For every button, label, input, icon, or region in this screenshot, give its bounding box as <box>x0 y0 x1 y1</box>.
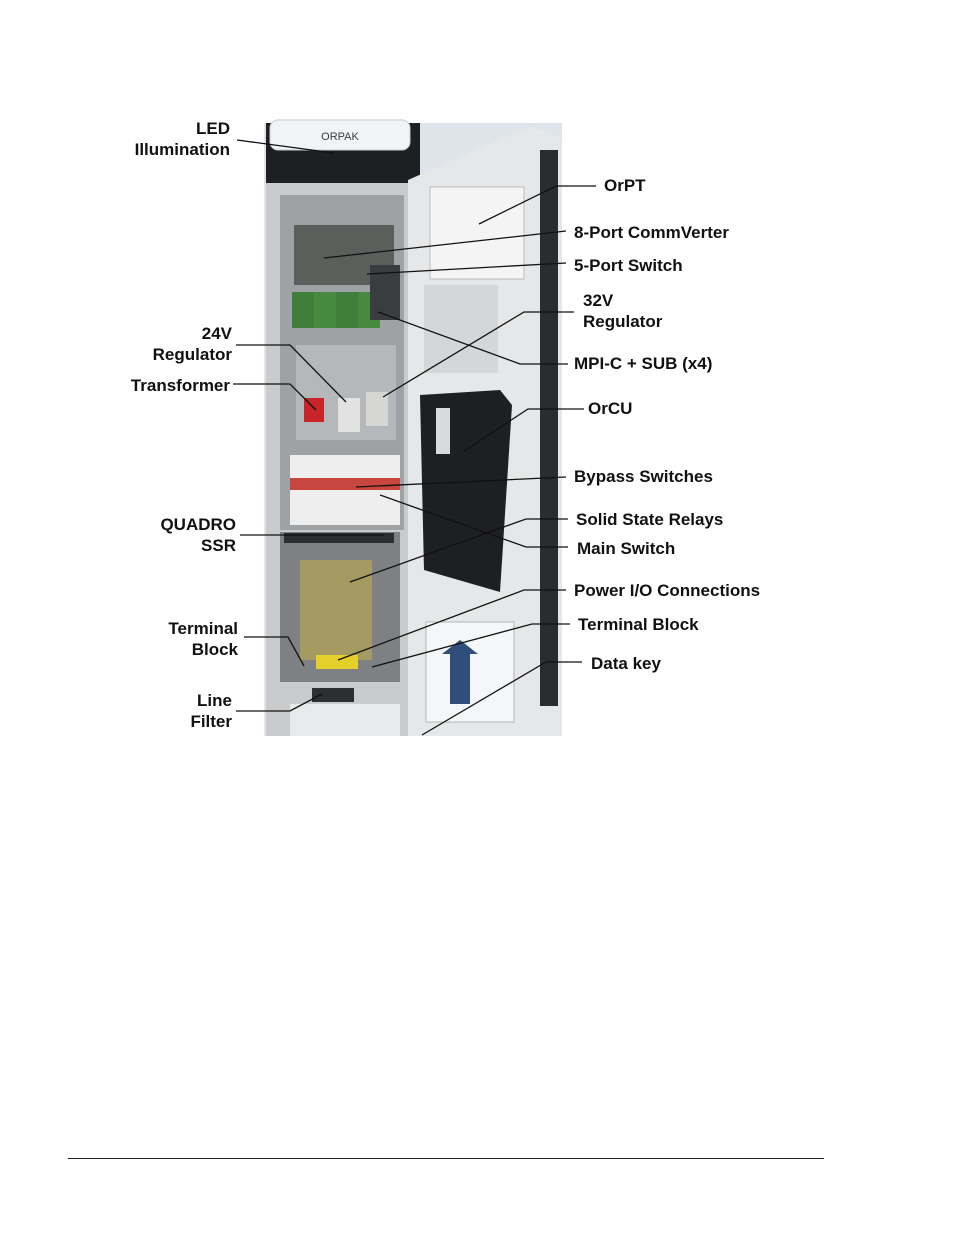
brand-logo: ORPAK <box>321 131 359 143</box>
cabinet-bottom-panel <box>290 704 400 736</box>
orpt-display <box>429 186 525 280</box>
mpi-module-2 <box>314 292 336 328</box>
leader-mpi-c-sub <box>377 311 568 365</box>
footer-rule <box>68 1158 824 1159</box>
mpi-module-1 <box>292 292 314 328</box>
quadro-ssr-bar <box>284 533 394 543</box>
label-line: Line <box>197 691 232 710</box>
leader-bypass-switches <box>355 476 567 488</box>
orcu-label <box>436 408 450 454</box>
label-24v-regulator: 24V Regulator <box>126 323 232 365</box>
label-line: Regulator <box>583 312 663 331</box>
leader-led-illumination <box>236 139 335 154</box>
label-line: Transformer <box>130 376 230 395</box>
label-line: Main Switch <box>577 539 676 558</box>
label-quadro-ssr: QUADRO SSR <box>130 514 236 556</box>
label-5-port-switch: 5-Port Switch <box>574 255 683 276</box>
leader-terminal-block-left <box>244 636 305 667</box>
mpi-module-3 <box>336 292 358 328</box>
terminal-block-yellow <box>316 655 358 669</box>
label-line: MPI-C + SUB (x4) <box>574 354 713 373</box>
leader-orcu <box>463 408 584 452</box>
label-line: QUADRO <box>160 515 236 534</box>
label-transformer: Transformer <box>100 375 230 396</box>
label-line: OrCU <box>588 399 633 418</box>
label-line: SSR <box>201 536 236 555</box>
leader-32v-regulator <box>382 311 574 398</box>
door-gasket <box>540 150 558 706</box>
label-main-switch: Main Switch <box>577 538 675 559</box>
label-line: 24V <box>201 324 232 343</box>
label-line: Terminal <box>168 619 238 638</box>
leader-main-switch <box>379 494 568 548</box>
label-line-filter: Line Filter <box>126 690 232 732</box>
regulator-24v <box>338 398 360 432</box>
orcu-controller <box>420 390 512 592</box>
label-line: Solid State Relays <box>576 510 724 529</box>
leader-power-io <box>337 589 566 661</box>
bypass-switches-band <box>290 478 400 490</box>
label-orpt: OrPT <box>604 175 646 196</box>
label-32v-regulator: 32V Regulator <box>583 290 662 332</box>
label-line: Terminal Block <box>578 615 699 634</box>
label-line: Data key <box>591 654 661 673</box>
label-bypass-switches: Bypass Switches <box>574 466 713 487</box>
label-data-key: Data key <box>591 653 661 674</box>
leader-data-key <box>421 661 582 736</box>
label-line: Filter <box>190 712 232 731</box>
label-orcu: OrCU <box>588 398 632 419</box>
leader-5-port-switch <box>366 262 567 275</box>
leader-solid-state-relays <box>349 518 568 583</box>
label-line: 32V <box>583 291 614 310</box>
label-terminal-block-left: Terminal Block <box>132 618 238 660</box>
led-illumination-panel <box>269 119 411 151</box>
label-power-io-connections: Power I/O Connections <box>574 580 760 601</box>
leader-8-port-commverter <box>323 230 567 259</box>
label-mpi-c-sub: MPI-C + SUB (x4) <box>574 353 712 374</box>
label-led-illumination: LED Illumination <box>124 118 230 160</box>
label-terminal-block-right: Terminal Block <box>578 614 699 635</box>
transformer-switch <box>304 398 324 422</box>
leader-orpt <box>478 185 596 225</box>
leader-terminal-block-right <box>371 623 570 668</box>
leader-transformer <box>233 383 317 411</box>
line-filter <box>312 688 354 702</box>
regulator-32v <box>366 392 388 426</box>
label-8-port-commverter: 8-Port CommVerter <box>574 222 729 243</box>
label-line: OrPT <box>604 176 646 195</box>
cabinet-photo: ORPAK <box>264 119 562 736</box>
leader-line-filter <box>236 693 323 712</box>
label-line: Bypass Switches <box>574 467 713 486</box>
label-solid-state-relays: Solid State Relays <box>576 509 723 530</box>
label-line: 8-Port CommVerter <box>574 223 729 242</box>
leader-24v-regulator <box>236 344 347 403</box>
label-line: Illumination <box>134 140 230 159</box>
wiring-bundle <box>300 560 372 660</box>
label-line: 5-Port Switch <box>574 256 683 275</box>
orpt-mount <box>424 285 498 373</box>
label-line: LED <box>196 119 230 138</box>
label-line: Power I/O Connections <box>574 581 761 600</box>
leader-lines <box>233 139 596 736</box>
label-line: Regulator <box>152 345 232 364</box>
data-key-arrow <box>442 640 478 704</box>
label-line: Block <box>191 640 238 659</box>
